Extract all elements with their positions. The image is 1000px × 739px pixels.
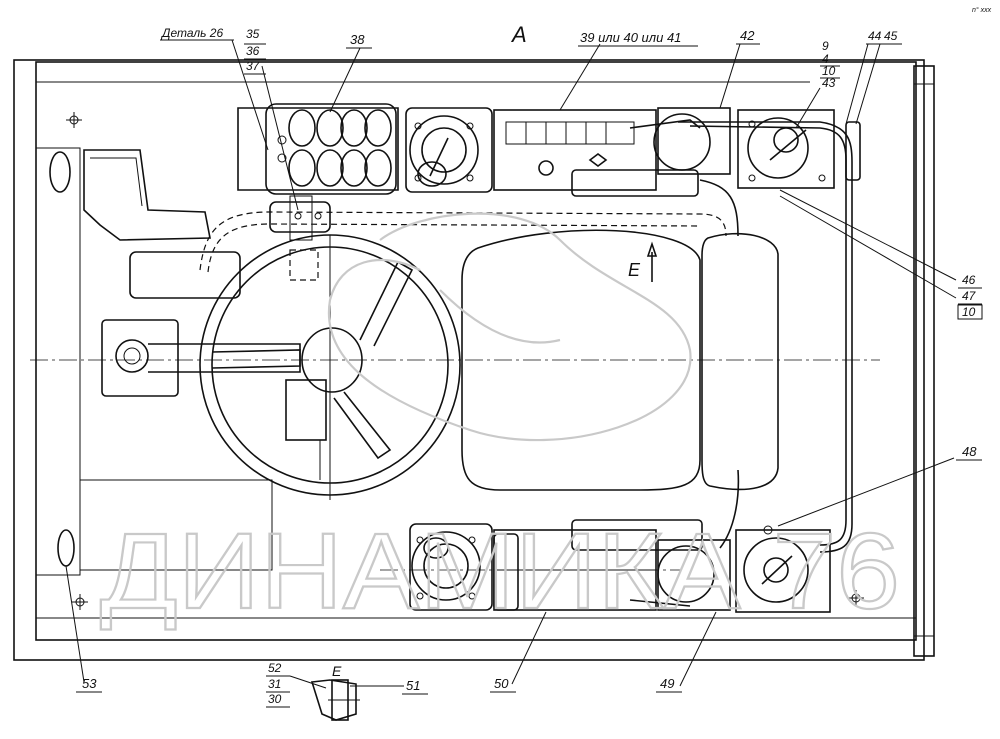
- part-labels: A Деталь 26 35 36 37 38 39 или 40 или 41…: [76, 22, 983, 708]
- tag-detail-26: Деталь 26: [160, 26, 223, 40]
- label-53: 53: [82, 676, 97, 691]
- control-block: [493, 109, 699, 197]
- label-52: 52: [268, 661, 282, 675]
- label-42: 42: [740, 28, 755, 43]
- gauge-dials: [288, 109, 392, 187]
- leader-lines: [65, 39, 957, 687]
- label-10-right: 10: [962, 305, 976, 319]
- label-50: 50: [494, 676, 509, 691]
- watermark: ДИНАМИКА 76: [100, 510, 900, 631]
- switch-top-right: [737, 109, 861, 189]
- watermark-logo: [327, 212, 692, 442]
- label-10-top: 10: [822, 64, 836, 78]
- label-51: 51: [406, 678, 420, 693]
- label-43: 43: [822, 76, 836, 90]
- detail-e-label: E: [332, 663, 342, 679]
- label-45: 45: [884, 29, 898, 43]
- switch-bottom-right: [735, 525, 831, 613]
- label-47: 47: [962, 289, 977, 303]
- direction-arrow-label: E: [628, 260, 641, 280]
- corner-mark: n° xxx: [972, 6, 992, 14]
- label-9: 9: [822, 39, 829, 53]
- instrument-panel: [237, 103, 399, 195]
- label-46: 46: [962, 273, 976, 287]
- label-31: 31: [268, 677, 281, 691]
- view-label: A: [510, 22, 527, 47]
- label-37: 37: [246, 59, 261, 73]
- pedal-block: [493, 519, 703, 611]
- label-35: 35: [246, 27, 260, 41]
- label-44: 44: [868, 29, 882, 43]
- unit-42: [629, 107, 731, 175]
- label-4: 4: [822, 52, 829, 66]
- detail-e: [310, 679, 360, 721]
- unit-49: [629, 539, 731, 611]
- operator-seat: [461, 229, 779, 491]
- label-49: 49: [660, 676, 674, 691]
- label-variant-39-41: 39 или 40 или 41: [580, 30, 681, 45]
- steering-wheel: [199, 234, 461, 500]
- label-38: 38: [350, 32, 365, 47]
- joystick-top: [405, 107, 493, 193]
- label-36: 36: [246, 44, 260, 58]
- steering-bracket: [83, 149, 301, 397]
- label-30: 30: [268, 692, 282, 706]
- cab-frame: [13, 59, 935, 661]
- bolt-holes: [66, 112, 864, 610]
- joystick-bottom: [409, 523, 493, 611]
- label-48: 48: [962, 444, 977, 459]
